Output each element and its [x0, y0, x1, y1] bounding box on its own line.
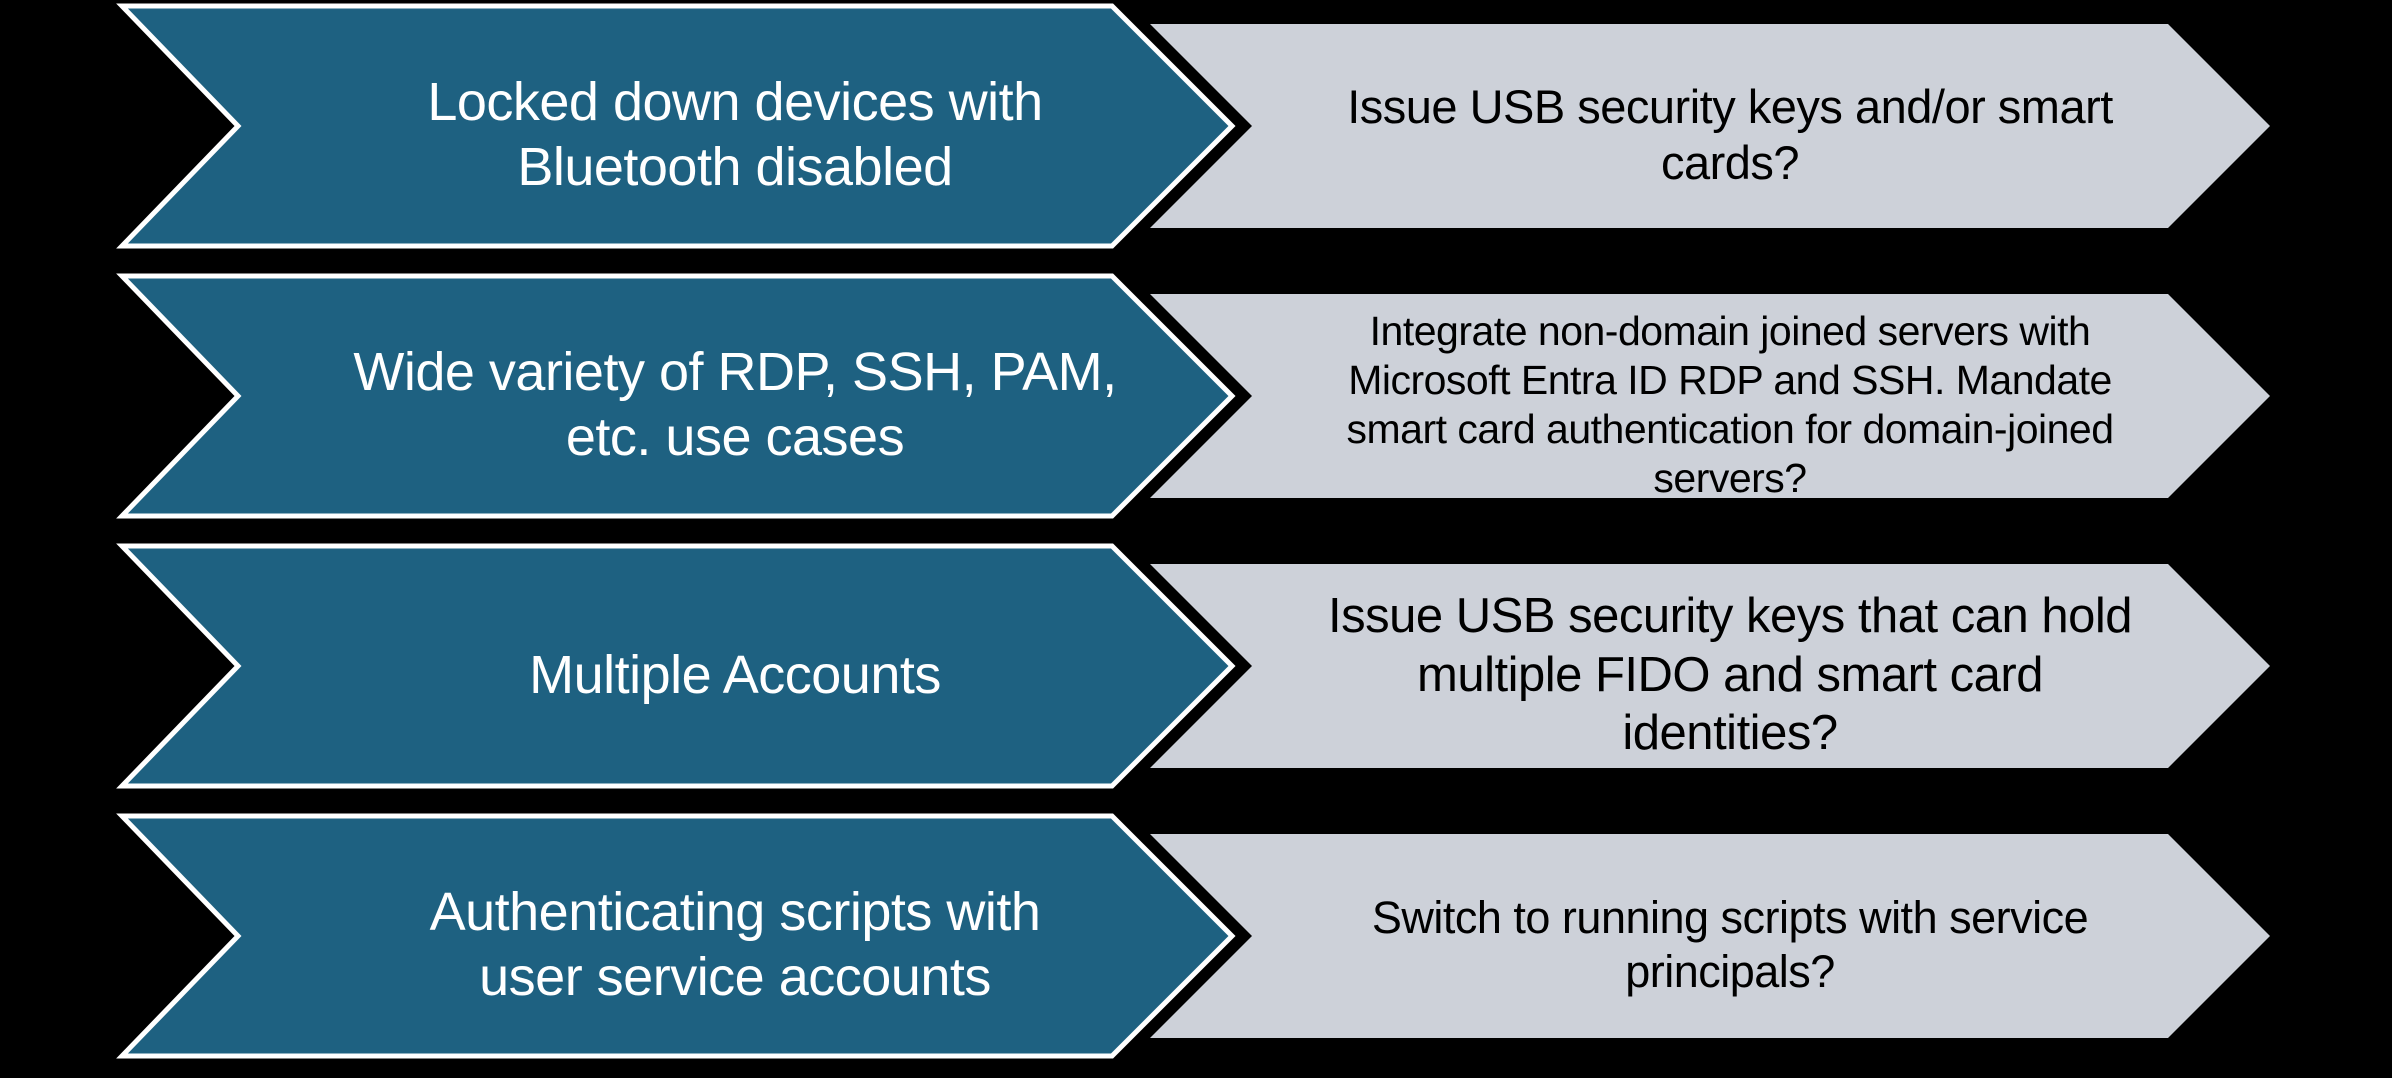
row-1-shapes	[116, 3, 2270, 249]
solution-arrow-shape	[1150, 24, 2270, 228]
row-2-shapes	[116, 273, 2270, 519]
diagram-row-3: Multiple Accounts Issue USB security key…	[0, 542, 2392, 808]
solution-arrow-shape	[1150, 564, 2270, 768]
challenge-arrow-shape	[116, 273, 1236, 519]
challenge-arrow-shape	[116, 813, 1236, 1059]
row-4-shapes	[116, 813, 2270, 1059]
row-3-shapes	[116, 543, 2270, 789]
solution-arrow-shape	[1150, 834, 2270, 1038]
challenge-arrow-shape	[116, 543, 1236, 789]
challenge-arrow-shape	[116, 3, 1236, 249]
diagram-row-4: Authenticating scripts with user service…	[0, 812, 2392, 1078]
solution-arrow-shape	[1150, 294, 2270, 498]
diagram-row-2: Wide variety of RDP, SSH, PAM, etc. use …	[0, 272, 2392, 538]
diagram-row-1: Locked down devices with Bluetooth disab…	[0, 2, 2392, 268]
